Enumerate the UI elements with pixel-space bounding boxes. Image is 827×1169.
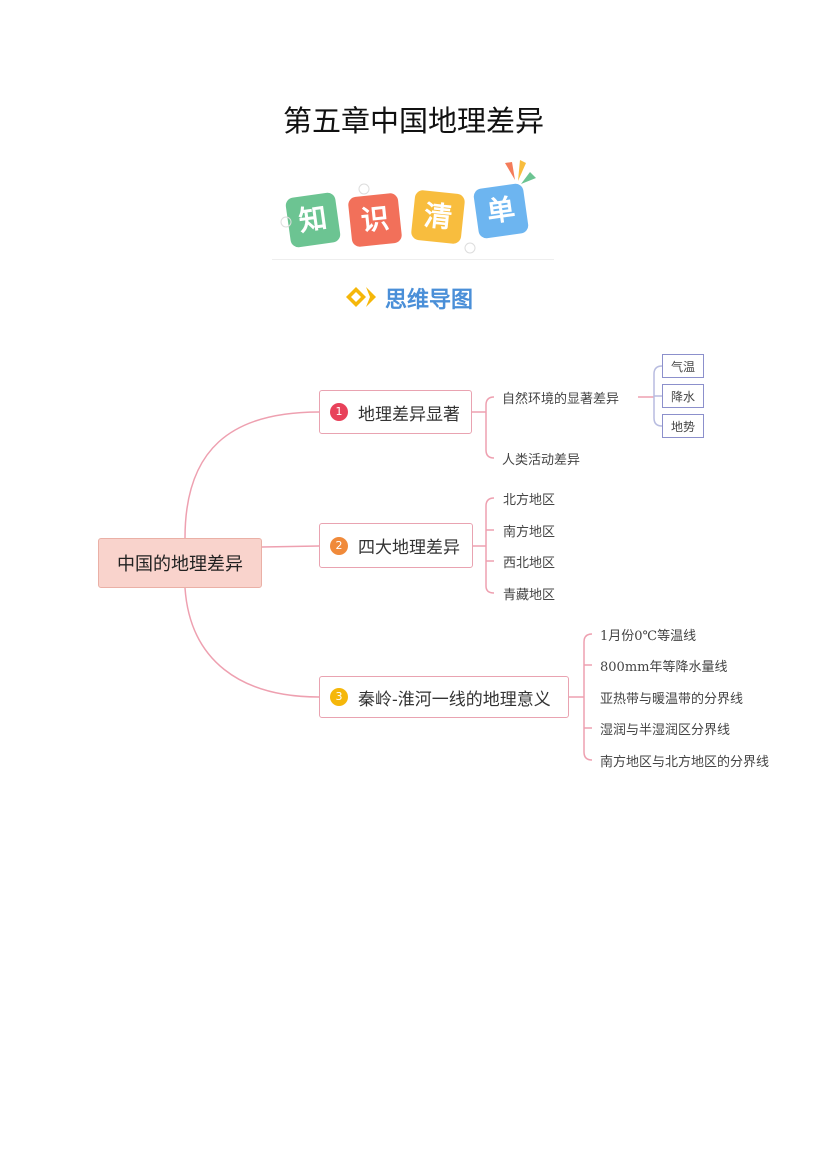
leaf-item: 西北地区 xyxy=(503,556,556,571)
leaf-item: 青藏地区 xyxy=(503,588,556,603)
mindmap-root: 中国的地理差异 xyxy=(98,538,262,588)
leaf-item: 自然环境的显著差异 xyxy=(502,392,620,407)
leaf-item: 人类活动差异 xyxy=(502,453,581,468)
mindmap-heading: 思维导图 xyxy=(385,288,474,313)
number-badge: 1 xyxy=(330,403,348,421)
number-badge: 2 xyxy=(330,536,348,555)
banner-decoration-icon xyxy=(280,160,536,254)
page-title: 第五章中国地理差异 xyxy=(282,104,544,138)
branch-label: 地理差异显著 xyxy=(358,404,460,425)
leaf-item: 800mm年等降水量线 xyxy=(600,660,728,675)
branch-node-1: 1 地理差异显著 xyxy=(319,390,472,434)
branch-label: 四大地理差异 xyxy=(358,538,460,558)
leaf-item: 湿润与半湿润区分界线 xyxy=(600,723,731,738)
sub-leaf-box: 气温 xyxy=(662,354,704,378)
branch-node-3: 3 秦岭-淮河一线的地理意义 xyxy=(319,676,569,718)
number-badge: 3 xyxy=(330,688,348,706)
branch-label: 秦岭-淮河一线的地理意义 xyxy=(358,689,551,710)
diamond-icon xyxy=(346,287,376,307)
sub-leaf-box: 降水 xyxy=(662,384,704,408)
mindmap-connectors xyxy=(184,365,663,761)
leaf-item: 亚热带与暖温带的分界线 xyxy=(600,692,744,707)
branch-node-2: 2 四大地理差异 xyxy=(319,523,473,568)
divider xyxy=(272,259,554,260)
leaf-item: 北方地区 xyxy=(503,493,556,508)
leaf-item: 1月份0℃等温线 xyxy=(600,629,697,644)
leaf-item: 南方地区 xyxy=(503,525,556,540)
leaf-item: 南方地区与北方地区的分界线 xyxy=(600,755,770,770)
sub-leaf-box: 地势 xyxy=(662,414,704,438)
